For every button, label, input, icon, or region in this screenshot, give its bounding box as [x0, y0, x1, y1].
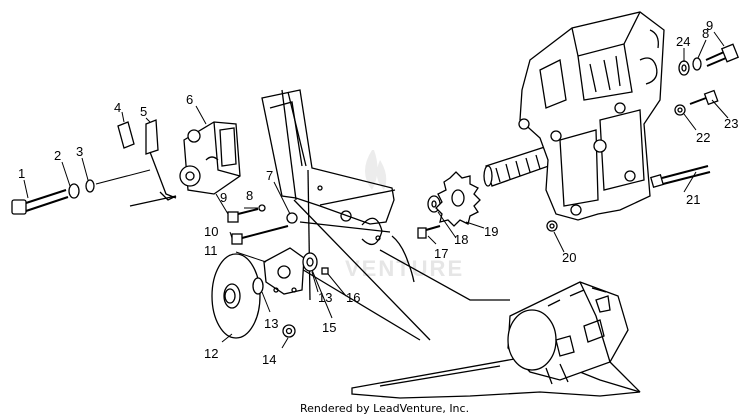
callout-2: 2: [54, 148, 61, 163]
watermark: VENTURE: [345, 150, 464, 281]
washer-part-8-right: [692, 57, 702, 71]
nut-part-14: [282, 324, 296, 338]
callout-4: 4: [114, 100, 121, 115]
spacer-part-15: [302, 252, 318, 272]
plate-part-4: [117, 121, 135, 149]
callout-22: 22: [696, 130, 710, 145]
callout-18: 18: [454, 232, 468, 247]
pulley-part-12: [211, 253, 264, 339]
bearing-housing-part-6: [179, 121, 241, 195]
callout-7: 7: [266, 168, 273, 183]
credit-text: Rendered by LeadVenture, Inc.: [300, 402, 469, 415]
callout-9-left: 9: [220, 190, 227, 205]
bolt-part-17: [417, 225, 441, 239]
bolt-part-23: [689, 89, 719, 106]
idler-bracket-part-11: [263, 247, 305, 295]
callout-13-lower: 13: [264, 316, 278, 331]
bolt-part-9-right: [705, 43, 740, 67]
washer-part-8-left: [258, 204, 266, 212]
callout-9-right: 9: [706, 18, 713, 33]
transmission-case: [518, 11, 665, 221]
callout-6: 6: [186, 92, 193, 107]
bolt-part-10: [231, 225, 289, 245]
callout-13-upper: 13: [318, 290, 332, 305]
callout-labels: 1 2 3 4 5 6 7 8 9 10 11 12 13 13 14 15 1…: [18, 18, 738, 367]
leader-lines: [23, 31, 729, 349]
callout-21: 21: [686, 192, 700, 207]
callout-8-left: 8: [246, 188, 253, 203]
callout-12: 12: [204, 346, 218, 361]
nut-part-20: [546, 220, 558, 232]
washer-part-2: [68, 183, 80, 199]
callout-19: 19: [484, 224, 498, 239]
bracket-part-5: [129, 119, 177, 207]
watermark-text: VENTURE: [345, 256, 464, 281]
washer-part-24: [678, 60, 690, 76]
washer-part-7: [286, 212, 298, 224]
frame-plate: [261, 89, 510, 341]
callout-10: 10: [204, 224, 218, 239]
callout-11: 11: [204, 243, 218, 258]
bolt-part-21: [650, 165, 711, 188]
callout-17: 17: [434, 246, 448, 261]
callout-1: 1: [18, 166, 25, 181]
nut-part-22: [674, 104, 686, 116]
callout-15: 15: [322, 320, 336, 335]
sprocket-part-19: [435, 171, 481, 227]
callout-20: 20: [562, 250, 576, 265]
nut-part-16: [321, 267, 329, 275]
callout-14: 14: [262, 352, 276, 367]
bolt-part-1: [11, 189, 69, 215]
callout-5: 5: [140, 104, 147, 119]
bolt-part-9-left: [227, 208, 259, 223]
callout-23: 23: [724, 116, 738, 131]
callout-24: 24: [676, 34, 690, 49]
callout-3: 3: [76, 144, 83, 159]
washer-part-3: [85, 169, 151, 193]
callout-8-right: 8: [702, 26, 709, 41]
lower-frame-assembly: [351, 281, 641, 399]
callout-16: 16: [346, 290, 360, 305]
